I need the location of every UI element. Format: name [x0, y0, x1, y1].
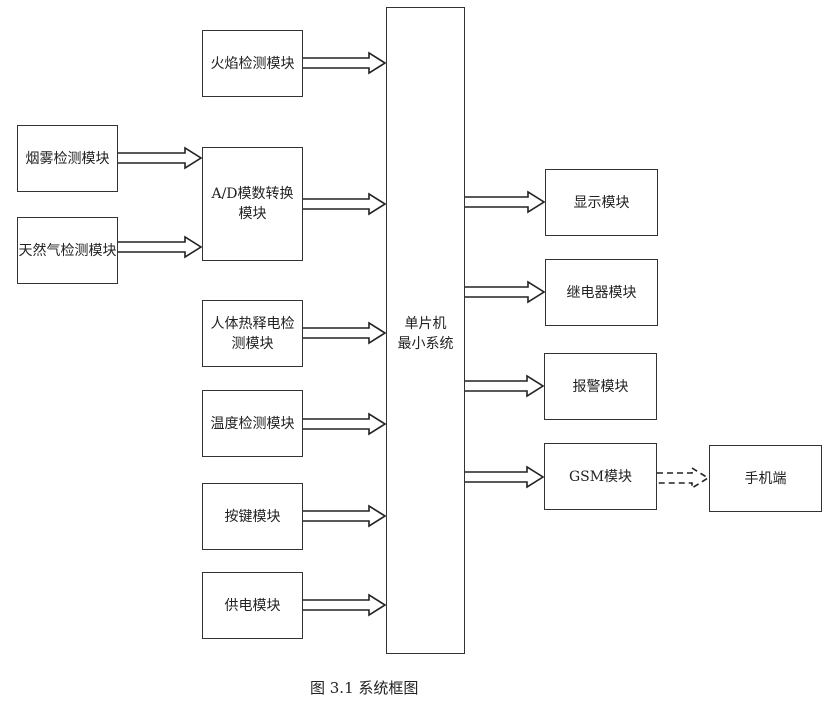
alarm-label: 报警模块	[572, 378, 629, 395]
arrow-gsm-to-phone-dashed	[657, 466, 710, 490]
temp-label: 温度检测模块	[210, 415, 295, 432]
adc-label: A/D模数转换模块	[211, 186, 294, 222]
arrow-pir-to-mcu	[303, 321, 387, 345]
arrow-flame-to-mcu	[303, 51, 387, 75]
flame-label: 火焰检测模块	[210, 55, 295, 72]
arrow-mcu-to-alarm	[464, 374, 545, 398]
phone-label: 手机端	[744, 470, 787, 487]
smoke-label: 烟雾检测模块	[25, 150, 110, 167]
arrow-mcu-to-display	[465, 190, 546, 214]
alarm-module: 报警模块	[544, 353, 657, 420]
arrow-smoke-to-adc	[118, 146, 203, 170]
gas-detection-module: 天然气检测模块	[17, 217, 118, 284]
relay-label: 继电器模块	[566, 284, 637, 301]
pir-label: 人体热释电检测模块	[210, 315, 295, 352]
flame-detection-module: 火焰检测模块	[202, 30, 303, 97]
mcu-label-line1: 单片机	[404, 316, 447, 332]
gsm-module: GSM模块	[544, 443, 657, 510]
arrow-key-to-mcu	[303, 504, 387, 528]
smoke-detection-module: 烟雾检测模块	[17, 125, 118, 192]
power-module: 供电模块	[202, 572, 303, 639]
relay-module: 继电器模块	[545, 259, 658, 326]
display-module: 显示模块	[545, 169, 658, 236]
adc-module: A/D模数转换模块	[202, 147, 303, 261]
arrow-power-to-mcu	[303, 593, 387, 617]
display-label: 显示模块	[573, 194, 630, 211]
arrow-mcu-to-gsm	[464, 465, 545, 489]
arrow-temp-to-mcu	[303, 412, 387, 436]
arrow-gas-to-adc	[118, 235, 203, 259]
pir-detection-module: 人体热释电检测模块	[202, 300, 303, 367]
arrow-adc-to-mcu	[303, 192, 387, 216]
phone-terminal: 手机端	[709, 445, 822, 512]
figure-caption: 图 3.1 系统框图	[310, 679, 419, 697]
key-label: 按键模块	[224, 508, 281, 525]
gsm-label: GSM模块	[568, 468, 633, 485]
key-module: 按键模块	[202, 483, 303, 550]
mcu-label-line2: 最小系统	[397, 336, 454, 352]
temperature-detection-module: 温度检测模块	[202, 390, 303, 457]
mcu-label: 单片机 最小系统	[398, 314, 454, 354]
power-label: 供电模块	[224, 597, 281, 614]
gas-label: 天然气检测模块	[18, 242, 117, 259]
arrow-mcu-to-relay	[465, 280, 546, 304]
mcu-minimum-system: 单片机 最小系统	[386, 7, 465, 654]
